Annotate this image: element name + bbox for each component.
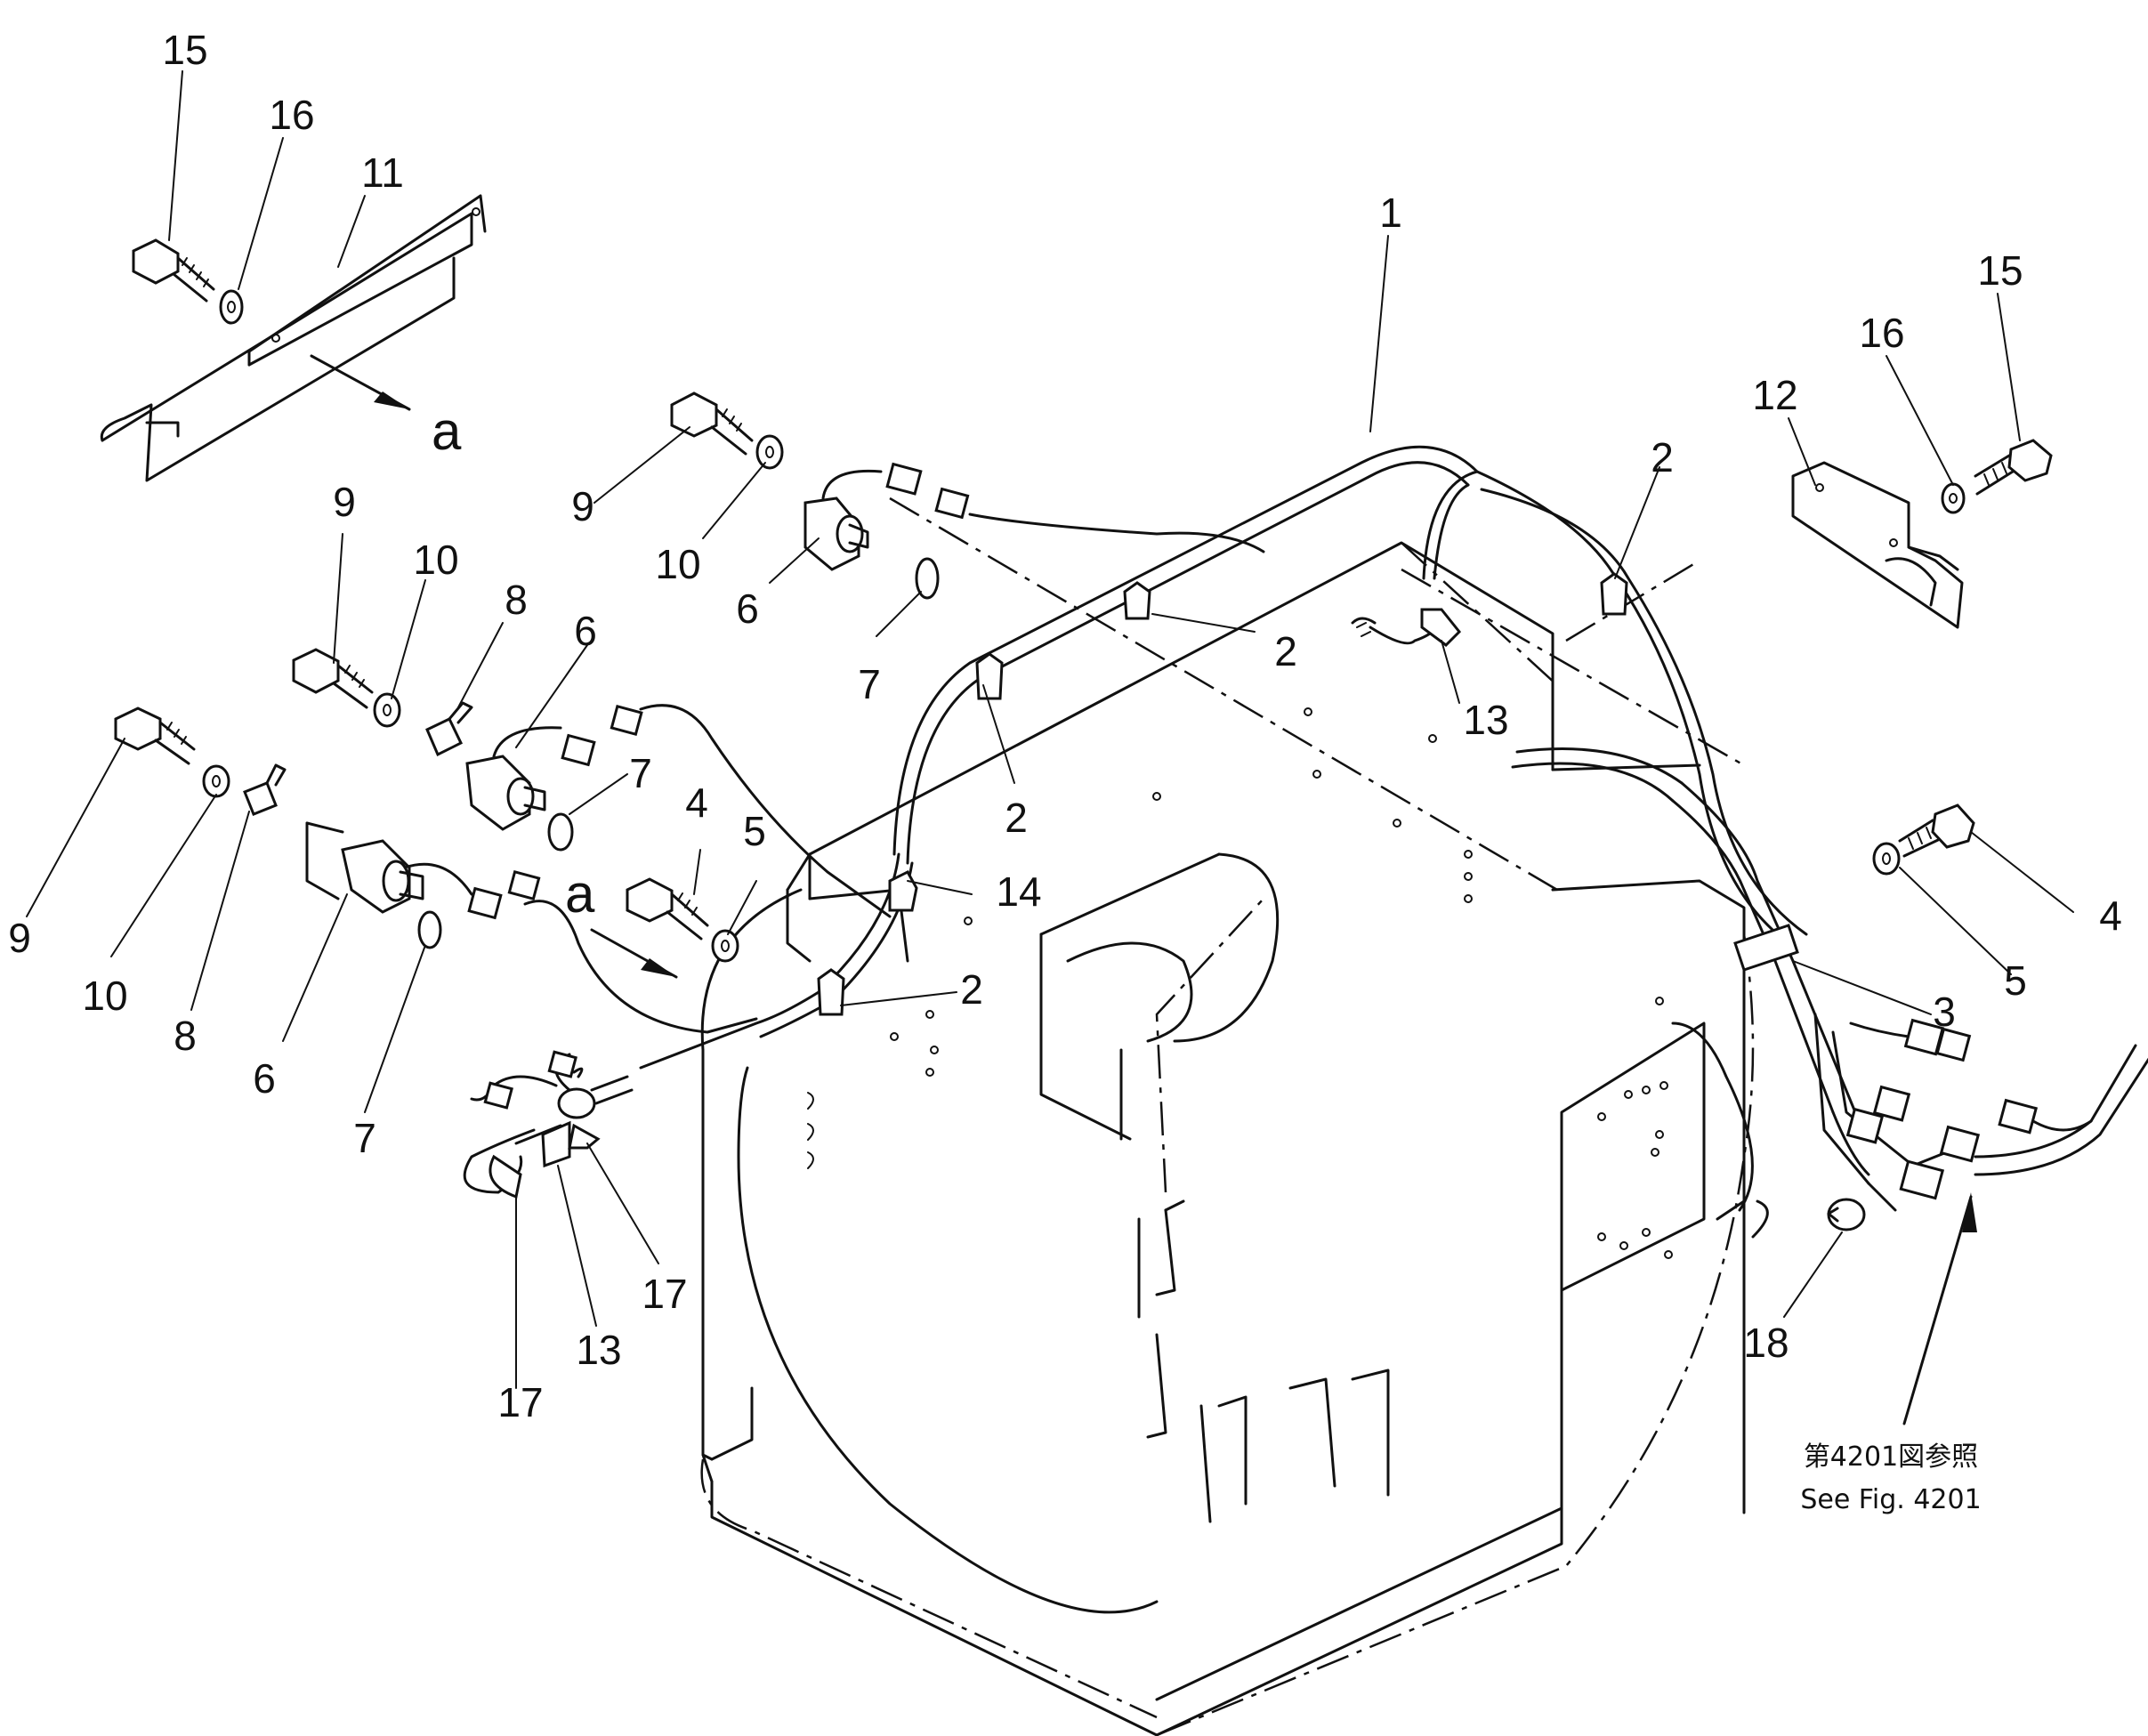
callout-2: 2 <box>1274 628 1297 674</box>
arrow-a-top <box>310 354 411 411</box>
switch-6-lower <box>305 821 541 920</box>
callout-6: 6 <box>574 608 597 654</box>
reference-note-en: See Fig. 4201 <box>1800 1484 1981 1515</box>
arrow-a-middle <box>590 928 678 979</box>
callout-7: 7 <box>629 750 652 796</box>
plate-8-upper <box>425 701 473 757</box>
callout-4: 4 <box>2099 892 2122 939</box>
housing-bolt-holes <box>807 707 1673 1259</box>
clamp-3 <box>1733 924 1799 972</box>
leader-lines <box>26 70 2074 1389</box>
washer-5-left <box>711 929 739 963</box>
callout-15: 15 <box>1977 247 2023 294</box>
bolt-15-right <box>1974 439 2053 496</box>
callout-5: 5 <box>2004 957 2027 1004</box>
washer-10-top <box>755 434 784 470</box>
callout-8: 8 <box>505 577 528 623</box>
bolt-4-left <box>626 877 709 941</box>
callout-7: 7 <box>353 1115 376 1161</box>
callout-9: 9 <box>333 479 356 525</box>
clamp-2-lower <box>817 968 845 1016</box>
right-connectors <box>1845 1018 2148 1200</box>
washer-10-lower <box>202 764 230 798</box>
callout-9: 9 <box>571 483 594 529</box>
oring-7-lower <box>417 910 442 949</box>
callout-2: 2 <box>960 966 983 1013</box>
callout-7: 7 <box>858 661 881 707</box>
callout-1: 1 <box>1379 190 1402 236</box>
arrow-letter-a: a <box>565 864 595 924</box>
arrow-letter-a: a <box>432 401 462 461</box>
bolt-9-top <box>670 392 754 456</box>
callout-6: 6 <box>253 1055 276 1102</box>
washer-5-right <box>1872 842 1901 876</box>
switch-6-top <box>803 462 970 571</box>
callout-17: 17 <box>642 1271 687 1317</box>
reference-note: 第4201図参照 See Fig. 4201 <box>1800 1441 1981 1515</box>
callout-2: 2 <box>1005 795 1028 841</box>
washer-10-middle <box>373 692 401 728</box>
clamp-2-top <box>1123 581 1151 620</box>
callout-18: 18 <box>1743 1320 1789 1366</box>
callout-4: 4 <box>685 779 708 826</box>
callout-10: 10 <box>655 541 700 587</box>
callout-9: 9 <box>8 915 31 961</box>
bolt-4-right <box>1898 803 1975 858</box>
callout-16: 16 <box>269 92 314 138</box>
washer-16-right <box>1941 482 1966 514</box>
bolt-9-lower <box>114 707 196 765</box>
bracket-11 <box>100 194 487 482</box>
switch-6-middle <box>465 704 643 831</box>
bracket-12 <box>1791 461 1964 629</box>
callout-numbers: 15 16 11 1 15 16 12 2 9 10 6 7 2 13 9 10… <box>8 27 2122 1425</box>
callout-8: 8 <box>174 1013 197 1059</box>
washer-16-left <box>219 289 244 325</box>
callout-6: 6 <box>736 585 759 632</box>
bolt-15-left <box>132 238 215 303</box>
callout-13: 13 <box>576 1327 621 1373</box>
harness-clamps <box>817 572 1799 1016</box>
sensor-assembly-lower-left <box>463 1050 634 1199</box>
plate-8-lower <box>243 763 287 816</box>
callout-11: 11 <box>361 149 404 196</box>
clamp-14 <box>888 870 918 912</box>
callout-16: 16 <box>1859 310 1904 356</box>
callout-10: 10 <box>413 537 458 583</box>
callout-15: 15 <box>162 27 207 73</box>
oring-7-middle <box>547 812 574 852</box>
plug-18 <box>1827 1198 1866 1231</box>
clamp-2-left <box>975 652 1004 700</box>
reference-note-jp: 第4201図参照 <box>1804 1441 1978 1473</box>
transmission-housing <box>700 497 1769 1736</box>
callout-13: 13 <box>1463 697 1508 743</box>
clamp-13-top <box>1420 608 1462 647</box>
callout-12: 12 <box>1752 372 1797 418</box>
callout-17: 17 <box>497 1379 543 1425</box>
bolt-9-middle <box>292 648 374 709</box>
callout-2: 2 <box>1651 434 1674 480</box>
callout-3: 3 <box>1933 989 1956 1035</box>
callout-10: 10 <box>82 973 127 1019</box>
clamp-2-right <box>1600 572 1628 616</box>
arrow-see-fig <box>1902 1192 1977 1425</box>
callout-14: 14 <box>996 868 1041 915</box>
oring-7-top <box>915 557 940 600</box>
callout-5: 5 <box>743 808 766 854</box>
